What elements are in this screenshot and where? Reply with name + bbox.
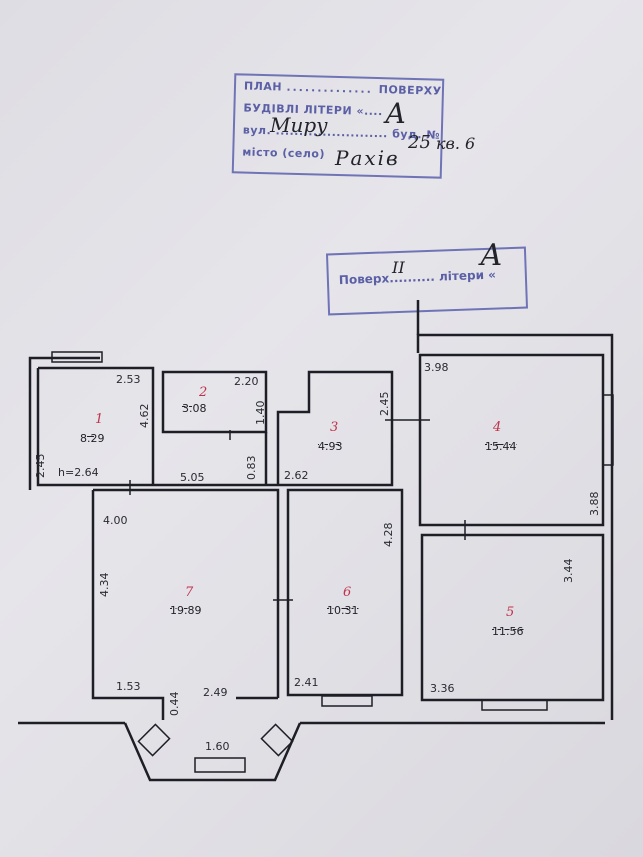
wall-room-1-top: [38, 366, 155, 485]
wall-outer-left: [28, 356, 100, 490]
room-4-number: 4: [493, 420, 502, 435]
dim-3-98: 3.98: [424, 361, 449, 374]
window-room-4: [602, 394, 614, 466]
wall-room-3: [276, 370, 394, 487]
dim-3-88: 3.88: [588, 491, 601, 517]
handwritten-floor: II: [392, 258, 405, 277]
room-5-area: 11.56: [492, 625, 524, 638]
handwritten-letter: А: [385, 97, 407, 130]
handwritten-floor-letter: А: [480, 238, 503, 273]
room-7-area: 19.89: [170, 604, 202, 617]
wall-room-1: [36, 368, 278, 487]
room-7-number: 7: [185, 585, 194, 600]
room-1-number: 1: [95, 412, 104, 427]
dim-4-34: 4.34: [98, 572, 111, 598]
dim-2-20: 2.20: [234, 375, 259, 388]
room-1-area: 8.29: [80, 432, 105, 445]
dim-0-44: 0.44: [168, 691, 181, 717]
wall-bay: [123, 722, 302, 782]
window-room-5: [481, 699, 548, 711]
window-room-6: [321, 695, 373, 707]
dim-3-36: 3.36: [430, 682, 455, 695]
room-4-area: 15.44: [485, 440, 517, 453]
window-bay-center: [194, 757, 246, 773]
wall-room-2: [161, 370, 268, 434]
dim-4-00: 4.00: [103, 514, 128, 527]
dim-1-40: 1.40: [254, 400, 267, 426]
dim-4-28: 4.28: [382, 522, 395, 548]
wall-outer-right: [416, 333, 614, 720]
dim-h-2-64: h=2.64: [58, 466, 99, 479]
handwritten-city: Рахів: [335, 146, 400, 170]
wall-room-7-top: [93, 488, 280, 698]
room-6-area: 10.31: [327, 604, 359, 617]
dim-2-62: 2.62: [284, 469, 309, 482]
dim-1-60: 1.60: [205, 740, 230, 753]
dim-0-83: 0.83: [245, 455, 258, 481]
window-bay-left: [137, 723, 171, 757]
room-3-area: 4.93: [318, 440, 343, 453]
dim-2-45b: 2.45: [378, 391, 391, 417]
dim-2-41: 2.41: [294, 676, 319, 689]
room-2-number: 2: [199, 385, 208, 400]
wall-room-6: [286, 488, 404, 697]
handwritten-house: 25: [408, 132, 431, 153]
window-room-1: [51, 351, 103, 363]
window-bay-right: [260, 723, 294, 757]
dim-2-49: 2.49: [203, 686, 228, 699]
room-2-area: 3.08: [182, 402, 207, 415]
dim-1-53: 1.53: [116, 680, 141, 693]
room-6-number: 6: [343, 585, 352, 600]
dim-4-62: 4.62: [138, 403, 151, 429]
dim-5-05: 5.05: [180, 471, 205, 484]
dim-3-44: 3.44: [562, 558, 575, 584]
wall-room-7-left: [91, 490, 165, 720]
dim-2-45a: 2.45: [34, 453, 47, 479]
handwritten-apartment: кв. 6: [436, 134, 476, 153]
dim-2-53: 2.53: [116, 373, 141, 386]
room-3-number: 3: [330, 420, 339, 435]
room-5-number: 5: [506, 605, 515, 620]
handwritten-street: Миру: [270, 113, 328, 137]
